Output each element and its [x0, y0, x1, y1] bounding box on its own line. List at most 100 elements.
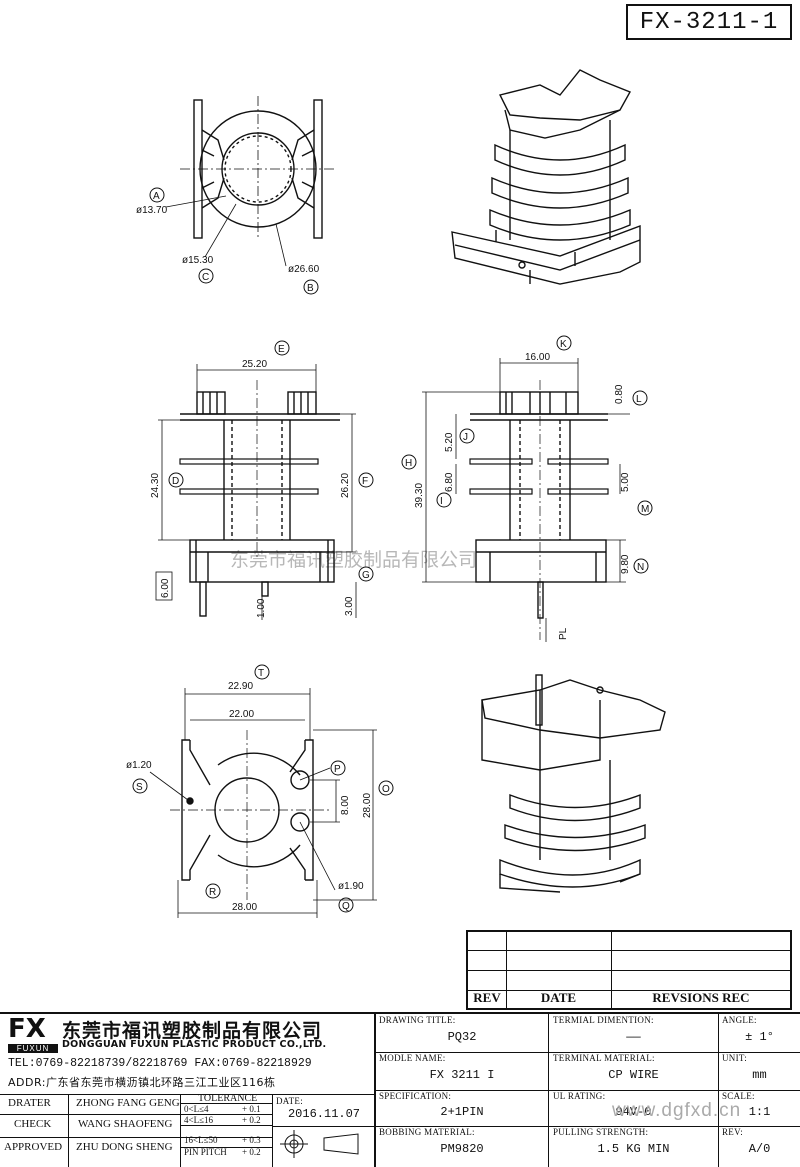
dim-l: 0.80: [614, 384, 625, 404]
callout-r: R: [209, 887, 216, 898]
role-approved: APPROVED: [4, 1141, 63, 1153]
callout-j: J: [463, 432, 468, 443]
callout-f: F: [362, 476, 368, 487]
logo-text: FX: [8, 1014, 46, 1044]
tol-value-3: + 0.2: [242, 1147, 261, 1157]
callout-l: L: [636, 394, 642, 405]
dim-n: 9.80: [620, 554, 631, 574]
revision-table: REV DATE REVSIONS REC: [466, 930, 792, 1010]
pulling-strength: 1.5 KG MIN: [597, 1142, 670, 1156]
dim-1: 1.00: [256, 598, 267, 618]
tol-value-2: + 0.3: [242, 1135, 261, 1145]
dim-o: 28.00: [362, 793, 373, 818]
terminal-dimention-label: TERMIAL DIMENTION:: [553, 1015, 654, 1025]
callout-s: S: [136, 782, 143, 793]
website-watermark: www.dgfxd.cn: [612, 1100, 742, 1121]
dim-c: ø15.30: [182, 255, 214, 266]
bobbing-material-label: BOBBING MATERIAL:: [379, 1127, 475, 1137]
specification: 2+1PIN: [440, 1105, 484, 1119]
dim-s: ø1.20: [126, 760, 152, 771]
title-block: [0, 1012, 800, 1167]
technical-drawing: 东莞市福讯塑胶制品有限公司 A ø13.70 ø15.30 C ø: [126, 69, 666, 918]
dim-r: 28.00: [232, 902, 257, 913]
side-view: 16.00 K 0.80 L 5.20 J 39.30 H 6.80 I 5.0…: [401, 335, 653, 642]
dim-e: 25.20: [242, 359, 267, 370]
company-address: ADDR:广东省东莞市横沥镇北环路三江工业区116栋: [8, 1076, 276, 1089]
ul-rating: 94V-0: [615, 1105, 652, 1119]
company-tel: TEL:0769-82218739/82218769 FAX:0769-8221…: [8, 1057, 312, 1070]
callout-q: Q: [342, 901, 350, 912]
dim-a: ø13.70: [136, 205, 168, 216]
callout-o: O: [382, 784, 390, 795]
dim-p: 8.00: [340, 795, 351, 815]
logo-brand: FUXUN: [8, 1044, 58, 1053]
dim-t: 22.90: [228, 681, 253, 692]
specification-label: SPECIFICATION:: [379, 1091, 452, 1101]
angle: ± 1°: [745, 1030, 774, 1044]
callout-p: P: [334, 764, 341, 775]
callout-h: H: [405, 458, 412, 469]
callout-c: C: [202, 272, 209, 283]
callout-n: N: [637, 562, 644, 573]
tol-range-3: PIN PITCH: [184, 1147, 227, 1157]
pulling-strength-label: PULLING STRENGTH:: [553, 1127, 649, 1137]
tolerance-label: TOLERANCE: [198, 1093, 258, 1104]
date-value: 2016.11.07: [287, 1107, 360, 1121]
name-check: WANG SHAOFENG: [78, 1118, 173, 1130]
pl-label: PL: [558, 627, 569, 640]
dim-h: 39.30: [414, 483, 425, 508]
rev-label: REV:: [722, 1127, 744, 1137]
callout-g: G: [362, 570, 370, 581]
role-drater: DRATER: [8, 1097, 51, 1109]
front-view: 25.20 E 24.30 D 26.20 F G 6.00 1.00 3.00: [150, 340, 374, 620]
drawing-title-label: DRAWING TITLE:: [379, 1015, 456, 1025]
bobbing-material: PM9820: [440, 1142, 484, 1156]
callout-b: B: [307, 283, 314, 294]
callout-a: A: [153, 191, 160, 202]
terminal-dimention: ——: [626, 1030, 641, 1044]
rev-value: A/0: [748, 1142, 771, 1156]
callout-t: T: [258, 668, 264, 679]
rev-header: REV: [473, 990, 501, 1005]
company-name-cn: 东莞市福讯塑胶制品有限公司: [62, 1020, 323, 1042]
tol-range-2: 16<L≤50: [184, 1135, 218, 1145]
tol-value-0: + 0.1: [242, 1104, 261, 1114]
callout-m: M: [641, 504, 649, 515]
dim-k: 16.00: [525, 352, 550, 363]
dim-d: 24.30: [150, 473, 161, 498]
dim-i: 6.80: [444, 472, 455, 492]
revisions-header: REVSIONS REC: [652, 990, 750, 1005]
name-approved: ZHU DONG SHENG: [76, 1141, 173, 1153]
dim-3: 3.00: [344, 596, 355, 616]
dim-22: 22.00: [229, 709, 254, 720]
module-name-label: MODLE NAME:: [379, 1053, 446, 1063]
dim-6: 6.00: [160, 578, 171, 598]
dim-q: ø1.90: [338, 881, 364, 892]
watermark-text: 东莞市福讯塑胶制品有限公司: [230, 549, 477, 571]
role-check: CHECK: [14, 1118, 52, 1130]
scale: 1:1: [748, 1105, 771, 1119]
unit-label: UNIT:: [722, 1053, 748, 1063]
bottom-view: 22.90 T 22.00 ø1.20 S P 8.00 28.00 O: [126, 664, 394, 918]
callout-d: D: [172, 476, 179, 487]
terminal-material: CP WIRE: [608, 1068, 659, 1082]
tol-range-1: 4<L≤16: [184, 1115, 214, 1125]
company-name-en: DONGGUAN FUXUN PLASTIC PRODUCT CO.,LTD.: [62, 1039, 327, 1050]
callout-i: I: [440, 496, 443, 507]
callout-e: E: [278, 344, 285, 355]
projection-symbol-icon: [280, 1130, 359, 1158]
dim-f: 26.20: [340, 473, 351, 498]
company-logo: FX FUXUN: [8, 1016, 58, 1056]
name-drater: ZHONG FANG GENG: [76, 1097, 180, 1109]
angle-label: ANGLE:: [722, 1015, 757, 1025]
date-header: DATE: [540, 990, 577, 1005]
tol-range-0: 0<L≤4: [184, 1104, 209, 1114]
drawing-title: PQ32: [447, 1030, 477, 1044]
dim-j: 5.20: [444, 432, 455, 452]
terminal-material-label: TERMINAL MATERIAL:: [553, 1053, 655, 1063]
module-name: FX 3211 I: [429, 1068, 495, 1082]
top-view: A ø13.70 ø15.30 C ø26.60 B: [136, 96, 336, 295]
date-label: DATE:: [276, 1096, 303, 1106]
dim-5: 5.00: [620, 472, 631, 492]
